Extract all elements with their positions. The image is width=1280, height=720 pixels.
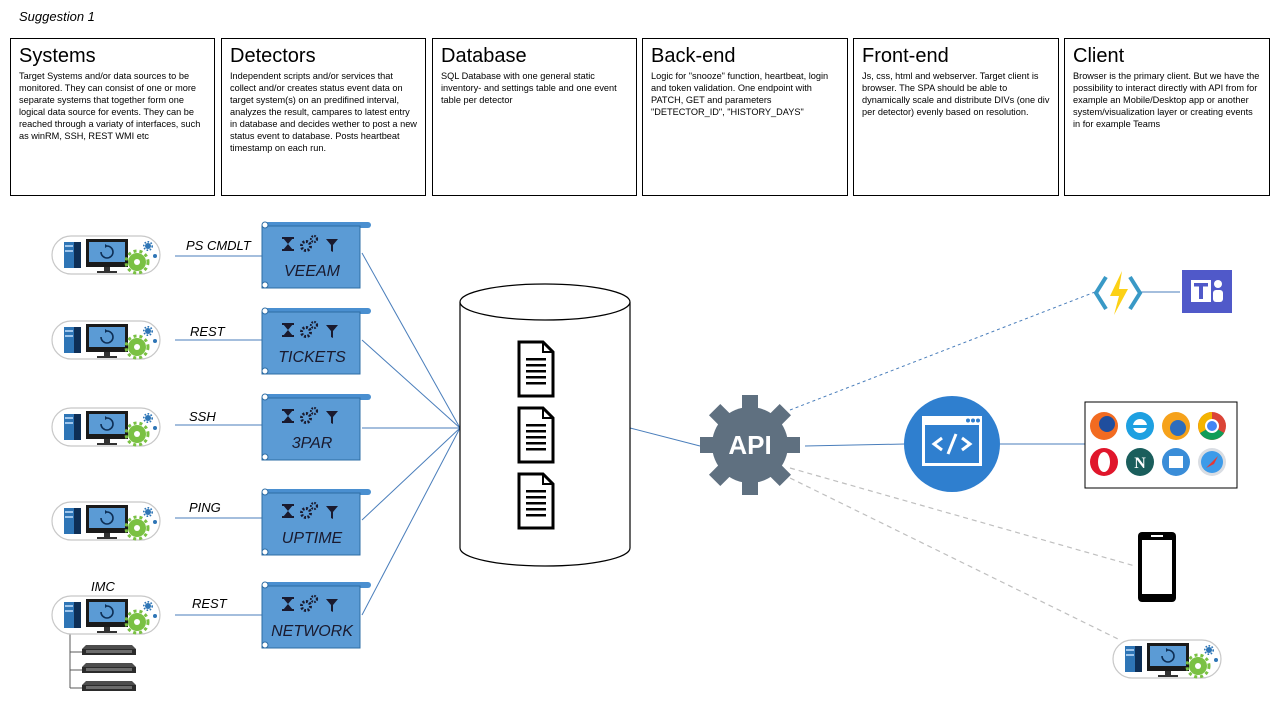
api-label: API [728,430,771,460]
teams-icon [1182,270,1232,313]
document-icon [517,406,555,464]
hourglass-gears-filter-icon [282,501,338,519]
box-text: Independent scripts and/or services that… [230,71,417,153]
system-icon-3 [50,406,162,448]
browser-logos-icon: N [1084,401,1238,489]
detector-panel-tickets: TICKETS [261,307,371,375]
hourglass-gears-filter-icon [282,234,338,252]
document-icon [517,340,555,398]
system-icon-1 [50,234,162,276]
box-title: Front-end [862,45,949,67]
document-icon [517,472,555,530]
code-window-icon [904,396,1000,492]
box-text: SQL Database with one general static inv… [441,71,617,105]
connection-label: PS CMDLT [186,238,252,253]
mobile-phone-icon [1138,532,1176,602]
detector-panel-network: NETWORK [261,581,371,649]
box-title: Client [1073,45,1125,67]
box-text: Logic for "snooze" function, heartbeat, … [651,71,829,117]
azure-function-icon [1093,271,1143,315]
box-title: Detectors [230,45,316,67]
box-title: Systems [19,45,96,67]
detector-label: UPTIME [282,530,343,547]
detector-label: TICKETS [278,349,346,366]
box-text: Browser is the primary client. But we ha… [1073,71,1260,129]
connection-label: SSH [189,409,216,424]
connection-label: REST [190,324,226,339]
detector-label: VEEAM [284,263,341,280]
system-icon-4 [50,500,162,542]
connection-label: REST [192,596,228,611]
hourglass-gears-filter-icon [282,594,338,612]
suggestion-label: Suggestion 1 [19,9,95,24]
box-text: Target Systems and/or data sources to be… [19,71,201,141]
api-gear-icon: API [700,395,800,495]
connection-label: PING [189,500,221,515]
client-system-icon [1111,638,1223,680]
hourglass-gears-filter-icon [282,406,338,424]
system-icon-2 [50,319,162,361]
detector-label: NETWORK [271,623,354,640]
detector-panel-3par: 3PAR [261,393,371,461]
imc-label: IMC [91,579,115,594]
network-switch-icon [82,645,136,691]
svg-text:N: N [1134,455,1146,472]
detector-label: 3PAR [292,435,333,452]
box-text: Js, css, html and webserver. Target clie… [862,71,1050,117]
hourglass-gears-filter-icon [282,320,338,338]
detector-panel-veeam: VEEAM [261,221,371,289]
box-title: Back-end [651,45,736,67]
box-title: Database [441,45,527,67]
detector-panel-uptime: UPTIME [261,488,371,556]
system-icon-5 [50,594,162,636]
